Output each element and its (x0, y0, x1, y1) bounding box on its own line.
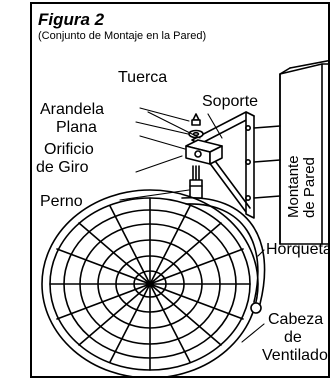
label-orificio-line1: Orificio (44, 141, 94, 158)
fan-head-drawing (41, 189, 266, 376)
diagram-drawing (41, 59, 328, 376)
label-horqueta: Horqueta (266, 241, 330, 258)
label-cabeza-line2: de (284, 329, 302, 346)
figure-title: Figura 2 (38, 10, 105, 29)
label-cabeza-line1: Cabeza (268, 311, 324, 328)
label-arandela-line2: Plana (56, 119, 97, 136)
leader-lines (119, 107, 265, 343)
figure-subtitle: (Conjunto de Montaje en la Pared) (38, 30, 207, 42)
nut-washer-drawing (188, 113, 204, 139)
pivot-block-drawing (185, 139, 223, 165)
figure-frame: Figura 2 (Conjunto de Montaje en la Pare… (30, 2, 330, 378)
label-soporte: Soporte (202, 93, 259, 110)
label-tuerca: Tuerca (118, 69, 168, 86)
label-montante-line2: de Pared (301, 157, 318, 218)
label-orificio-line2: de Giro (36, 159, 89, 176)
wall-stud-drawing (279, 59, 328, 245)
bracket-drawing (191, 111, 281, 219)
label-perno: Perno (40, 193, 83, 210)
label-arandela-line1: Arandela (40, 101, 105, 118)
label-cabeza-line3: Ventilador (262, 347, 330, 364)
bolt-drawing (189, 165, 203, 199)
